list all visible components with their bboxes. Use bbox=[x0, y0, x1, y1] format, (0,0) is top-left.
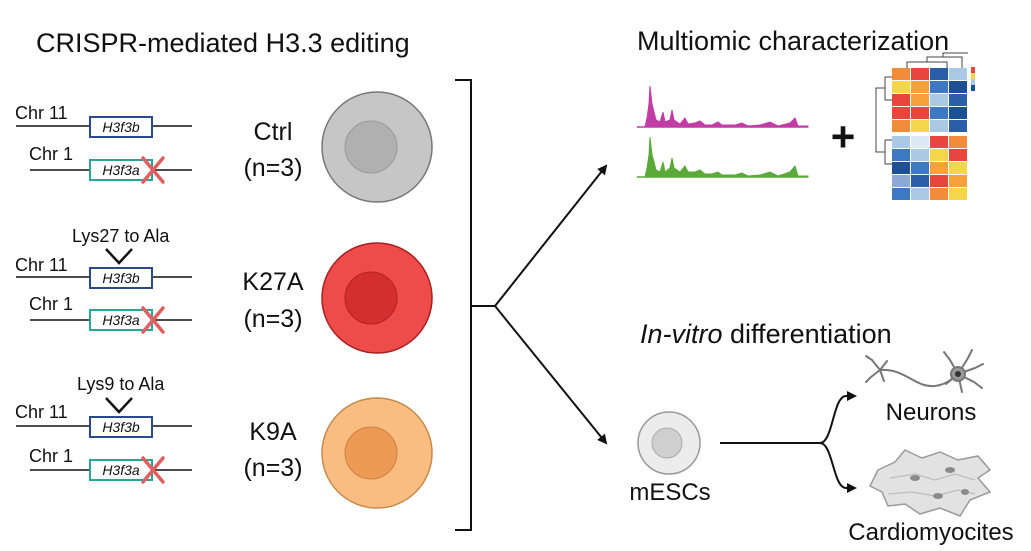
construct-ctrl: Chr 11 H3f3b Chr 1 H3f3a Ctrl (n=3) bbox=[15, 91, 433, 203]
gene-label-h3f3a: H3f3a bbox=[102, 462, 140, 478]
chr-label-bottom: Chr 1 bbox=[29, 144, 73, 164]
heatmap bbox=[892, 68, 967, 200]
knockout-x-icon bbox=[141, 306, 165, 334]
construct-k9a: Lys9 to Ala Chr 11 H3f3b Chr 1 H3f3a K9A… bbox=[15, 374, 433, 509]
gene-label-h3f3b: H3f3b bbox=[102, 419, 140, 435]
heatmap-cell bbox=[892, 136, 910, 148]
samples-bracket bbox=[455, 79, 472, 531]
heatmap-cell bbox=[911, 81, 929, 93]
heatmap-cell bbox=[930, 149, 948, 161]
chr-label-top: Chr 11 bbox=[15, 402, 68, 422]
arrow-to-differentiation bbox=[494, 305, 608, 445]
gene-label-h3f3b: H3f3b bbox=[102, 270, 140, 286]
heatmap-cell bbox=[892, 188, 910, 200]
chr-label-bottom: Chr 1 bbox=[29, 446, 73, 466]
ctrl-cell-nucleus bbox=[344, 120, 398, 174]
heatmap-cell bbox=[949, 81, 967, 93]
heatmap-cell bbox=[892, 175, 910, 187]
k27a-cell-nucleus bbox=[344, 271, 398, 325]
knockout-x-icon bbox=[141, 156, 165, 184]
condition-label: K9A bbox=[249, 418, 297, 446]
heatmap-cell bbox=[911, 188, 929, 200]
heatmap-cell bbox=[949, 107, 967, 119]
gene-label-h3f3a: H3f3a bbox=[102, 162, 140, 178]
heatmap-cell bbox=[892, 81, 910, 93]
genome-track-magenta bbox=[637, 85, 809, 128]
heatmap-cell bbox=[930, 175, 948, 187]
heatmap-cell bbox=[892, 120, 910, 132]
heatmap-cell bbox=[949, 68, 967, 80]
replicate-label: (n=3) bbox=[243, 154, 302, 182]
heatmap-cell bbox=[911, 136, 929, 148]
heatmap-cell bbox=[930, 107, 948, 119]
gene-box-h3f3b bbox=[89, 116, 153, 138]
gene-label-h3f3b: H3f3b bbox=[102, 119, 140, 135]
heatmap-cell bbox=[949, 136, 967, 148]
replicate-label: (n=3) bbox=[243, 305, 302, 333]
neuron-icon bbox=[865, 349, 984, 393]
mutation-caret-icon bbox=[105, 248, 133, 265]
condition-label: Ctrl bbox=[254, 118, 293, 146]
replicate-label: (n=3) bbox=[243, 454, 302, 482]
gene-box-h3f3b bbox=[89, 267, 153, 289]
gene-box-h3f3b bbox=[89, 416, 153, 438]
mutation-label: Lys9 to Ala bbox=[77, 374, 165, 394]
heatmap-cell bbox=[930, 68, 948, 80]
mesc-cell-nucleus bbox=[651, 427, 683, 459]
heatmap-cell bbox=[930, 162, 948, 174]
heatmap-color-scale bbox=[971, 67, 975, 91]
heatmap-cell bbox=[949, 162, 967, 174]
heatmap-cell bbox=[930, 81, 948, 93]
heatmap-cell bbox=[949, 94, 967, 106]
mescs-label: mESCs bbox=[629, 479, 710, 506]
chr-label-bottom: Chr 1 bbox=[29, 294, 73, 314]
heatmap-cell bbox=[949, 149, 967, 161]
heatmap-cell bbox=[949, 188, 967, 200]
heatmap-cell bbox=[892, 149, 910, 161]
cardiomyocytes-label: Cardiomyocites bbox=[848, 519, 1013, 546]
condition-label: K27A bbox=[242, 268, 303, 296]
title-multiomic: Multiomic characterization bbox=[637, 26, 949, 56]
gene-label-h3f3a: H3f3a bbox=[102, 312, 140, 328]
heatmap-cell bbox=[892, 68, 910, 80]
heatmap-cell bbox=[911, 149, 929, 161]
title-crispr-editing: CRISPR-mediated H3.3 editing bbox=[36, 28, 410, 58]
mutation-caret-icon bbox=[105, 397, 133, 414]
heatmap-cell bbox=[930, 94, 948, 106]
chr-label-top: Chr 11 bbox=[15, 255, 68, 275]
heatmap-cell bbox=[911, 162, 929, 174]
construct-k27a: Lys27 to Ala Chr 11 H3f3b Chr 1 H3f3a K2… bbox=[15, 226, 433, 354]
heatmap-cell bbox=[930, 136, 948, 148]
title-invitro: In-vitro differentiation bbox=[640, 319, 892, 349]
heatmap-cell bbox=[892, 94, 910, 106]
neurons-label: Neurons bbox=[886, 399, 977, 426]
heatmap-cell bbox=[911, 175, 929, 187]
heatmap-cell bbox=[930, 120, 948, 132]
diff-branch-down bbox=[819, 442, 857, 493]
heatmap-cell bbox=[949, 175, 967, 187]
chr-label-top: Chr 11 bbox=[15, 103, 68, 123]
arrow-to-multiomic bbox=[494, 164, 608, 307]
genome-track-green bbox=[637, 136, 809, 178]
heatmap-cell bbox=[949, 120, 967, 132]
cardiomyocyte-icon bbox=[868, 449, 992, 517]
title-invitro-italic: In-vitro bbox=[640, 319, 723, 349]
knockout-x-icon bbox=[141, 456, 165, 484]
plus-sign: + bbox=[831, 113, 856, 160]
heatmap-cell bbox=[911, 68, 929, 80]
k9a-cell-nucleus bbox=[344, 426, 398, 480]
heatmap-cell bbox=[911, 94, 929, 106]
heatmap-cell bbox=[892, 162, 910, 174]
heatmap-cell bbox=[911, 107, 929, 119]
heatmap-dendrogram bbox=[875, 52, 968, 165]
diff-branch-up bbox=[819, 391, 857, 444]
heatmap-cell bbox=[911, 120, 929, 132]
title-invitro-rest: differentiation bbox=[723, 319, 892, 349]
heatmap-cell bbox=[892, 107, 910, 119]
heatmap-cell bbox=[930, 188, 948, 200]
mutation-label: Lys27 to Ala bbox=[72, 226, 170, 246]
